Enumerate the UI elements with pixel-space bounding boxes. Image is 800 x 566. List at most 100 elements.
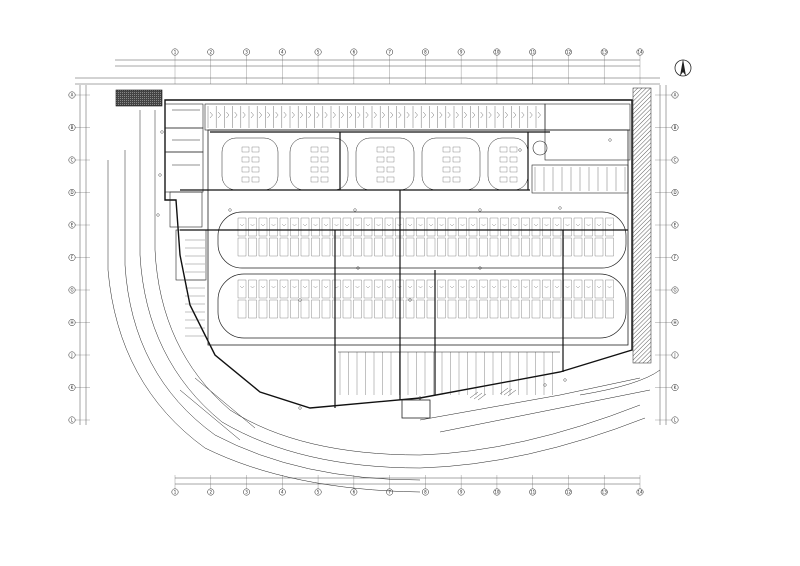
grid-bubble: 3 [243,48,250,84]
grid-bubble: C [655,156,679,164]
parking-bay [289,137,349,191]
grid-bubble: J [68,351,90,359]
parking-stall [494,106,500,128]
grid-bubble: E [655,221,679,229]
car-stall [499,146,508,153]
parking-stall [489,217,499,257]
parking-stall [416,217,425,257]
parking-stall [332,279,341,319]
svg-text:5: 5 [317,49,320,54]
car-stall [386,146,395,153]
svg-text:D: D [673,190,676,195]
parking-stall [237,279,247,319]
svg-text:1: 1 [174,49,177,54]
grid-bubble: 9 [457,48,465,84]
parking-stall [405,217,415,257]
north-arrow-icon [674,59,692,77]
grid-bubble: G [655,286,679,294]
equipment-marker [563,378,567,382]
grid-bubble: 6 [350,48,358,84]
parking-stall [396,106,402,128]
hatched-boundary-right [632,87,652,364]
parking-stall [429,106,435,128]
parking-stall [404,106,410,128]
car-stall [509,146,518,153]
parking-stall [500,279,509,319]
car-stall [320,176,329,183]
svg-text:D: D [70,190,73,195]
parking-stall [281,106,287,128]
parking-stall [314,106,320,128]
svg-text:2: 2 [209,489,212,494]
parking-stall [531,279,541,319]
svg-text:5: 5 [317,489,320,494]
grid-bubble: 13 [600,475,608,496]
grid-bubble: G [68,286,90,294]
parking-stall [371,106,377,128]
car-stall [310,156,319,163]
grid-bubble: 12 [565,475,572,496]
grid-bubble: D [655,189,679,196]
parking-stall [290,217,299,257]
parking-stall [279,279,289,319]
parking-stall [605,217,614,257]
car-stall [251,156,260,163]
parking-stall [374,217,383,257]
svg-text:6: 6 [353,49,356,54]
parking-stall [237,217,247,257]
equipment-marker [298,406,302,410]
parking-stall [521,217,530,257]
car-stall [442,156,451,163]
parking-stall [584,279,593,319]
equipment-marker [478,266,482,270]
svg-text:G: G [673,287,676,292]
parking-stall [339,106,344,128]
car-stall [320,146,329,153]
car-stall [310,166,319,173]
equipment-marker [518,148,522,152]
svg-text:B: B [71,125,74,130]
grid-bubble: H [68,319,90,326]
parking-stall [311,217,320,257]
service-rooms-left [164,103,207,281]
parking-stall [510,279,520,319]
svg-text:11: 11 [530,489,536,494]
parking-stall [594,279,604,319]
car-stall [320,156,329,163]
car-stall [452,176,461,183]
parking-stall [342,217,352,257]
equipment-marker [356,266,360,270]
parking-stall [519,106,525,128]
svg-text:C: C [674,157,677,162]
car-stall [509,176,518,183]
parking-stall [258,217,268,257]
parking-stall [458,279,467,319]
parking-stall [273,106,279,128]
svg-text:E: E [71,222,74,227]
svg-text:13: 13 [602,489,608,494]
grid-bubble: 8 [421,475,429,496]
parking-stall [426,217,436,257]
car-stall [442,176,451,183]
svg-text:1: 1 [174,489,177,494]
parking-bay [355,137,415,191]
car-stall [509,156,518,163]
parking-stall [322,106,328,128]
car-stall [442,166,451,173]
parking-bay [487,137,529,191]
svg-text:10: 10 [494,49,500,54]
car-stall [499,156,508,163]
parking-stall [298,106,303,128]
grid-bubble: K [655,384,679,391]
grid-bubble: B [68,124,90,131]
grid-bubble: 5 [314,48,322,84]
parking-stall [426,279,436,319]
car-stall [310,176,319,183]
parking-bay [421,137,481,191]
grid-bubble: 8 [421,48,429,84]
svg-text:E: E [674,222,677,227]
grid-bubble: 1 [171,475,179,496]
equipment-marker [408,298,412,302]
